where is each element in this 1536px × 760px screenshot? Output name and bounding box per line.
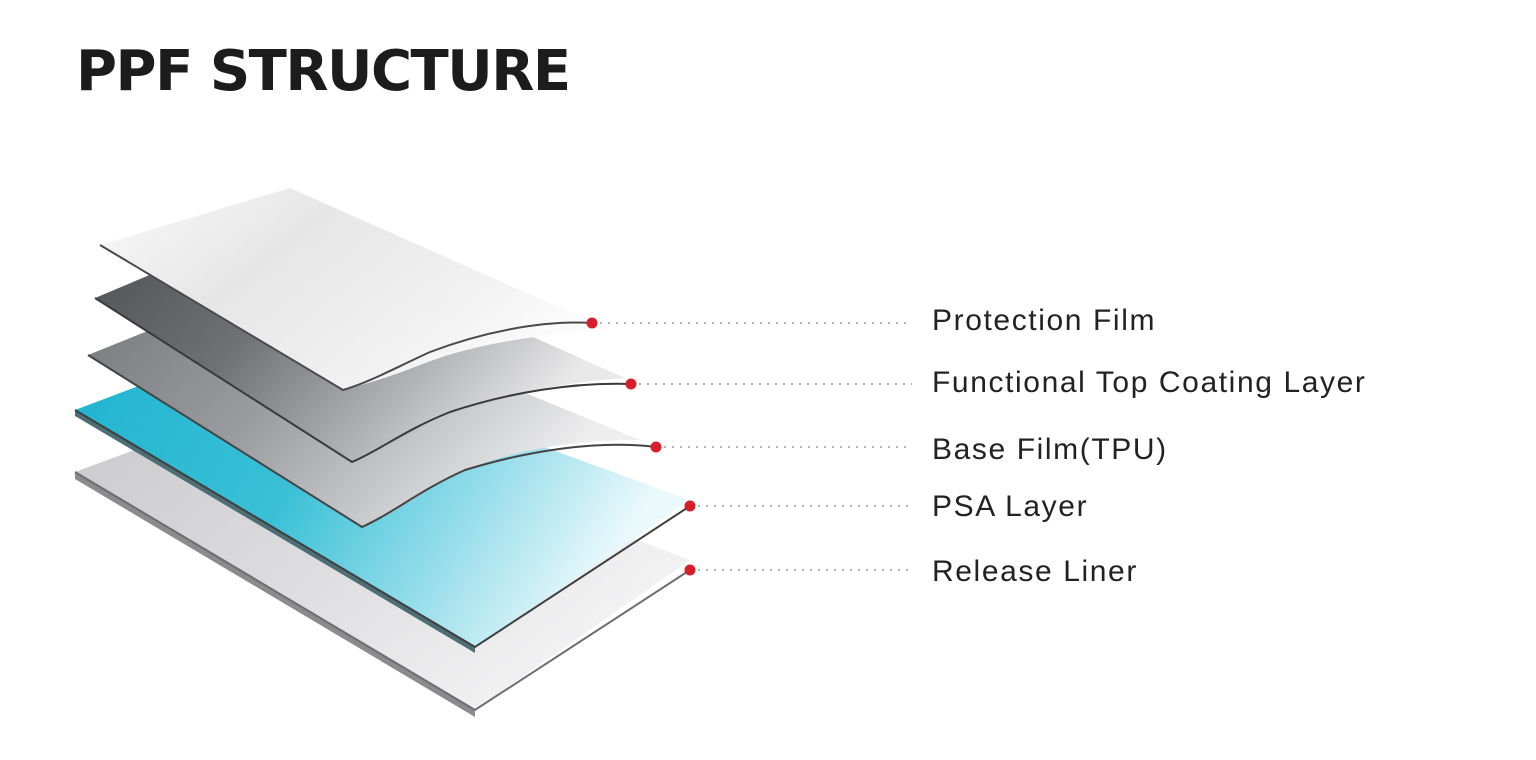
protection-film-top xyxy=(100,188,610,390)
psa-layer-side xyxy=(75,410,475,653)
marker-dot xyxy=(684,564,696,576)
marker-dot xyxy=(684,500,696,512)
top-coating-edge xyxy=(94,297,632,464)
base-film-edge xyxy=(87,354,657,529)
page-title: PPF STRUCTURE xyxy=(76,39,571,104)
layer-label: PSA Layer xyxy=(932,490,1088,523)
layer-label: Release Liner xyxy=(932,555,1138,588)
marker-dot xyxy=(650,441,662,453)
layer-label: Base Film(TPU) xyxy=(932,433,1168,466)
marker-dot xyxy=(586,317,598,329)
protection-film-edge xyxy=(99,244,593,392)
release-liner-edge xyxy=(74,471,691,712)
psa-layer-edge xyxy=(74,409,691,649)
layer-label: Protection Film xyxy=(932,304,1156,337)
protection-film-sheet xyxy=(99,188,610,392)
release-liner-side xyxy=(75,472,475,717)
marker-dot xyxy=(625,378,637,390)
layer-label: Functional Top Coating Layer xyxy=(932,366,1367,399)
